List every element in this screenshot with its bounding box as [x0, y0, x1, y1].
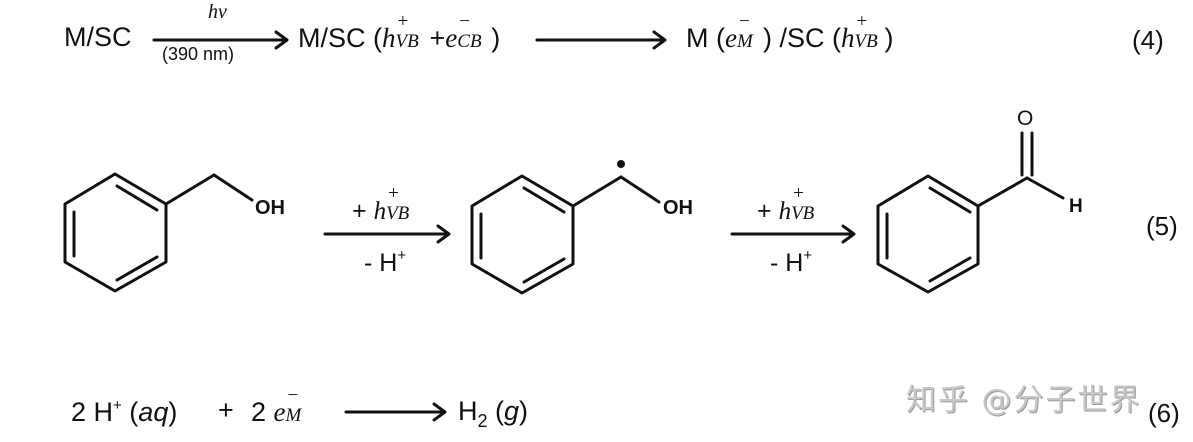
benzyl-alcohol-oh-label: OH [255, 197, 285, 219]
eq5-arrow1-above: + h+VB [352, 183, 410, 225]
arrow-icon [535, 30, 667, 50]
equation-number-4: (4) [1132, 25, 1164, 55]
arrow-icon [344, 402, 447, 422]
eq4-reactant: M/SC [64, 22, 132, 52]
eq5-arrow2-above: + h+VB [757, 183, 815, 225]
eq4-intermediate: M/SC (h+VB+e−CB) [298, 11, 501, 53]
benzaldehyde-o-label: O [1017, 107, 1034, 130]
electron-symbol: e [445, 23, 458, 53]
benzaldehyde-h-label: H [1069, 196, 1083, 217]
arrow-icon [152, 30, 289, 50]
benzene-ring-icon [63, 172, 254, 293]
eq6-plus: + [218, 395, 234, 425]
hole-sup-sub: +VB [395, 11, 419, 52]
eq4-prefix: M/SC ( [298, 23, 382, 53]
arrow-icon [730, 224, 856, 244]
zhihu-watermark: 知乎 @分子世界 [906, 383, 1142, 418]
eq5-arrow2-below: - H+ [770, 247, 813, 277]
plus-sign: + [429, 23, 446, 53]
eq4-arrow-label-above: hv [208, 1, 227, 23]
eq6-reactant-protons: 2 H+ (aq) [71, 397, 178, 427]
benzene-ring-icon [470, 174, 661, 295]
radical-oh-label: OH [663, 197, 693, 219]
equation-number-6: (6) [1148, 398, 1180, 428]
radical-dot-icon [617, 160, 625, 168]
benzene-ring-icon [876, 131, 1065, 294]
eq5-arrow1-below: - H+ [364, 247, 407, 277]
electron-sup-sub: −CB [457, 11, 482, 52]
eq4-product: M (e−M) /SC (h+VB) [686, 11, 894, 53]
eq6-product: H2 (g) [458, 396, 529, 431]
hole-symbol: h [382, 23, 396, 53]
arrow-icon [323, 224, 451, 244]
eq4-arrow-label-below: (390 nm) [162, 44, 235, 64]
eq6-reactant-electrons: 2 e−M [251, 385, 302, 427]
equation-number-5: (5) [1146, 211, 1178, 241]
